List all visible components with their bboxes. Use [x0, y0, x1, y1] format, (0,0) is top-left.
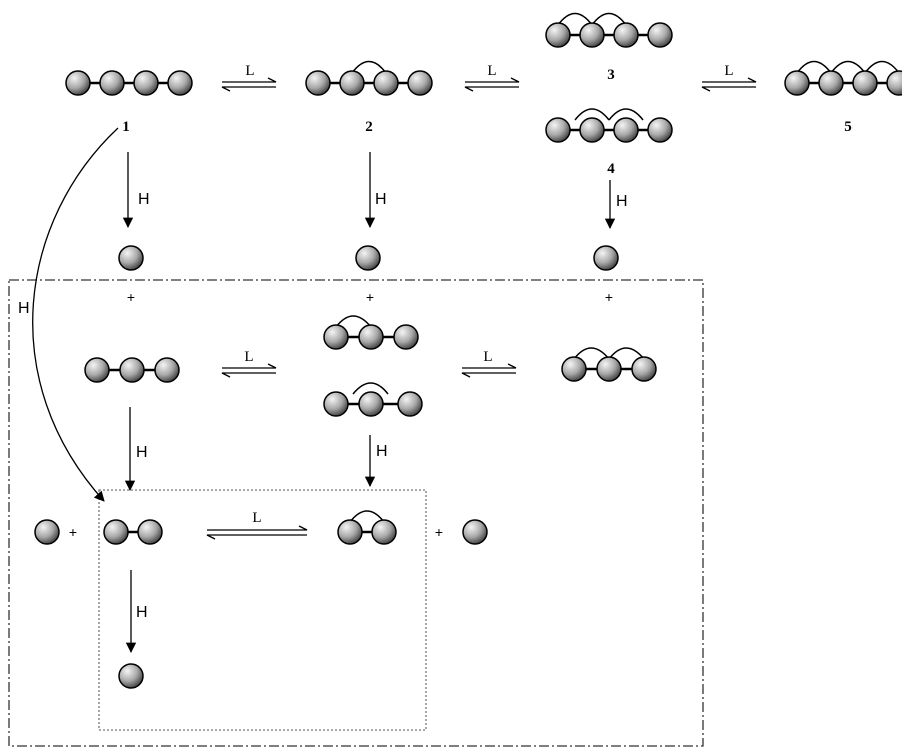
dimer-bridged	[337, 510, 397, 545]
trimer-two-bridges	[561, 347, 657, 382]
hydrolysis-label: H	[616, 193, 628, 210]
trimer-linear	[84, 357, 180, 383]
equilibrium-arrow-dimer	[206, 525, 308, 540]
ligand-label: L	[487, 63, 496, 79]
dimer-linear	[103, 519, 163, 545]
ligand-label: L	[245, 63, 254, 79]
hydrolysis-label: H	[18, 300, 30, 317]
equilibrium-arrow-1-2	[221, 77, 277, 92]
curved-hydrolysis-arrow	[32, 127, 119, 502]
equilibrium-arrow-3-5	[701, 77, 757, 92]
ligand-label: L	[244, 349, 253, 365]
tetramer-one-bridge	[305, 60, 433, 96]
plus-sign: +	[69, 524, 77, 540]
monomer	[34, 519, 60, 545]
tetramer-three-bridges	[784, 60, 902, 96]
hydrolysis-label: H	[376, 443, 388, 460]
monomer	[593, 245, 619, 271]
compound-label-3: 3	[607, 67, 615, 83]
tetramer-two-bridges-alt	[545, 108, 673, 143]
hydrolysis-label: H	[136, 444, 148, 461]
ligand-label: L	[724, 63, 733, 79]
trimer-one-bridge-left	[323, 315, 419, 350]
compound-label-2: 2	[365, 119, 373, 135]
monomer	[462, 519, 488, 545]
plus-sign: +	[366, 289, 374, 305]
equilibrium-arrow-trimer	[221, 363, 277, 378]
hydrolysis-label: H	[375, 191, 387, 208]
ligand-label: L	[483, 349, 492, 365]
compound-label-1: 1	[122, 119, 130, 135]
monomer	[118, 663, 144, 689]
dashdot-box	[8, 279, 704, 747]
monomer	[355, 245, 381, 271]
plus-sign: +	[435, 524, 443, 540]
ligand-label: L	[252, 510, 261, 526]
monomer	[118, 245, 144, 271]
equilibrium-arrow-2-3	[464, 77, 520, 92]
dotted-box	[98, 489, 427, 731]
hydrolysis-label: H	[136, 604, 148, 621]
plus-sign: +	[127, 289, 135, 305]
tetramer-linear	[65, 70, 193, 96]
compound-label-4: 4	[607, 161, 615, 177]
tetramer-two-bridges	[545, 12, 673, 48]
plus-sign: +	[605, 289, 613, 305]
compound-label-5: 5	[844, 119, 852, 135]
trimer-one-bridge-right	[323, 382, 423, 417]
hydrolysis-label: H	[138, 191, 150, 208]
equilibrium-arrow-trimer-2	[461, 363, 517, 378]
